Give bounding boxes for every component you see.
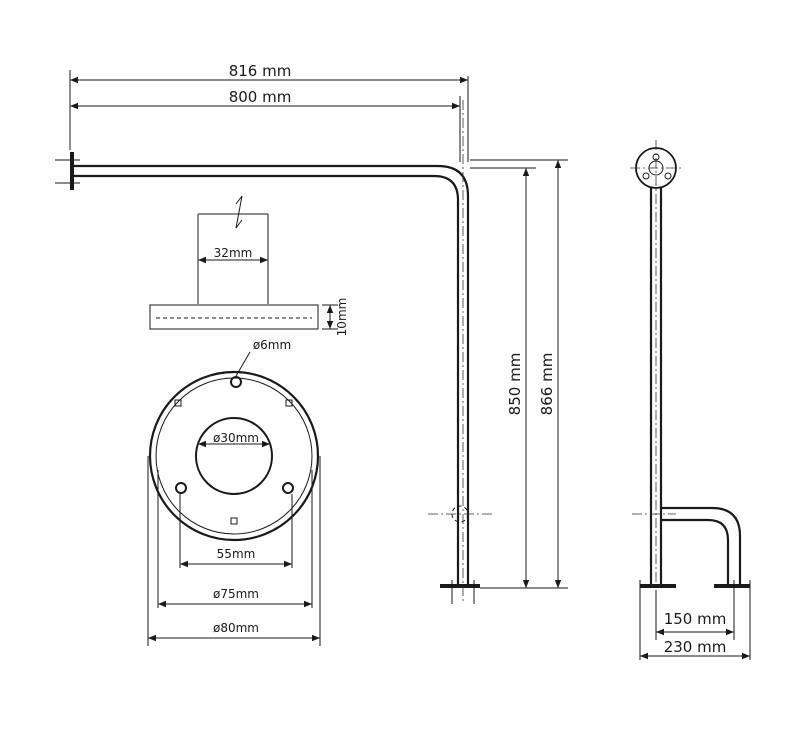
dim-816: 816 mm <box>229 62 292 80</box>
dim-150: 150 mm <box>664 610 727 628</box>
dim-80: ø80mm <box>213 621 259 635</box>
dim-800: 800 mm <box>229 88 292 106</box>
dim-230: 230 mm <box>664 638 727 656</box>
dim-6: ø6mm <box>253 338 291 352</box>
plate-section-view: 32mm 10mm <box>149 195 349 337</box>
side-view: 150 mm 230 mm <box>630 140 751 660</box>
tube-inner-edge <box>74 174 460 584</box>
dim-55: 55mm <box>217 547 256 561</box>
tube-outer-edge <box>74 164 470 584</box>
dim-32: 32mm <box>214 246 253 260</box>
rosette-view: ø6mm ø30mm 55mm ø75mm ø80mm <box>147 338 321 646</box>
screw-hole-top <box>230 376 242 388</box>
dim-850: 850 mm <box>506 353 524 416</box>
floor-flange <box>440 584 480 588</box>
screw-hole-right <box>282 482 294 494</box>
left-wall-flange <box>70 152 74 190</box>
screw-hole-left <box>175 482 187 494</box>
dim-30: ø30mm <box>213 431 259 445</box>
dim-75: ø75mm <box>213 587 259 601</box>
front-view-grab-bar: 816 mm 800 mm 850 mm 866 mm <box>55 62 568 604</box>
dim-866: 866 mm <box>538 353 556 416</box>
dim-10: 10mm <box>335 298 349 337</box>
